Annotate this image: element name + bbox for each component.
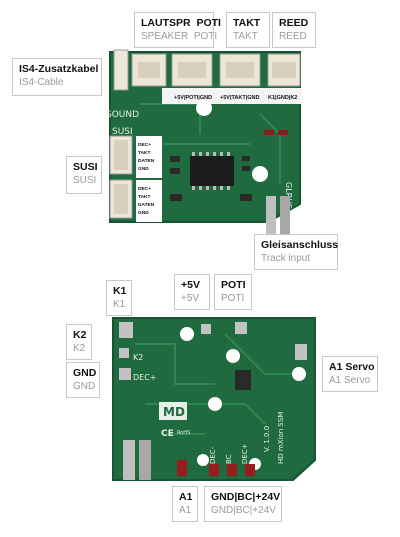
md-logo bbox=[159, 402, 187, 420]
label-poti-bottom-de: POTI bbox=[221, 279, 246, 291]
label-k2: K2 K2 bbox=[66, 324, 92, 360]
poti-pinout: +5V|POTI|GND bbox=[174, 95, 212, 101]
main-chip bbox=[190, 156, 234, 186]
label-lautspr: LAUTSPR POTI SPEAKER POTI bbox=[134, 12, 221, 48]
label-reed: REED REED bbox=[272, 12, 316, 48]
label-k2-de: K2 bbox=[73, 329, 87, 341]
susi-line-4b: GND bbox=[138, 210, 149, 216]
susi-line-1: DEC+ bbox=[138, 142, 151, 148]
pad-gnd-bottom bbox=[209, 464, 219, 476]
pad-a1 bbox=[177, 460, 187, 476]
pad-gnd bbox=[119, 368, 131, 380]
silk-susi: SUSI bbox=[112, 127, 133, 137]
silk-ce: CE bbox=[161, 429, 174, 439]
md-logo-text: MD bbox=[163, 405, 185, 419]
reed-pinout: K1|GND|K2 bbox=[268, 95, 297, 101]
pad-right bbox=[295, 344, 307, 360]
label-a1: A1 A1 bbox=[172, 486, 198, 522]
label-gleis-en: Track input bbox=[261, 253, 311, 265]
label-gnd: GND GND bbox=[66, 362, 100, 398]
wire-a bbox=[123, 440, 135, 480]
silk-bc: BC bbox=[225, 454, 233, 464]
label-power-de: GND|BC|+24V bbox=[211, 491, 281, 503]
label-susi-de: SUSI bbox=[73, 161, 98, 173]
label-gleis: Gleisanschluss Track input bbox=[254, 234, 338, 270]
track-wire-1 bbox=[266, 196, 276, 234]
track-wire-2 bbox=[280, 196, 290, 234]
label-5v-en: +5V bbox=[181, 293, 200, 305]
bottom-pcb-board: K2 DEC+ DEC- BC DEC+ V. 1.0.0 HD mXion S… bbox=[112, 317, 316, 481]
pad-k2 bbox=[119, 348, 129, 358]
label-lautspr-en: SPEAKER bbox=[141, 31, 189, 43]
label-gnd-de: GND bbox=[73, 367, 97, 379]
label-a1servo: A1 Servo A1 Servo bbox=[322, 356, 378, 392]
susi-line-2: TAKT bbox=[138, 150, 151, 156]
label-a1servo-de: A1 Servo bbox=[329, 361, 375, 373]
label-lautspr-de: LAUTSPR bbox=[141, 17, 191, 29]
susi-line-1b: DEC+ bbox=[138, 186, 151, 192]
pad-poti bbox=[235, 322, 247, 334]
label-k1: K1 K1 bbox=[106, 280, 132, 316]
label-is4-en: IS4-Cable bbox=[19, 77, 64, 89]
label-is4-de: IS4-Zusatzkabel bbox=[19, 63, 99, 75]
susi-line-3: DATEN bbox=[138, 158, 155, 164]
label-reed-en: REED bbox=[279, 31, 307, 43]
label-poti-bottom: POTI POTI bbox=[214, 274, 252, 310]
label-poti-bottom-en: POTI bbox=[221, 293, 245, 305]
pad-k1 bbox=[119, 322, 133, 338]
silk-rohs: RoHS bbox=[177, 430, 190, 436]
label-reed-de: REED bbox=[279, 17, 309, 29]
label-k2-en: K2 bbox=[73, 343, 86, 355]
label-a1-de: A1 bbox=[179, 491, 193, 503]
silk-dec-plus: DEC+ bbox=[241, 443, 249, 464]
takt-pinout: +5V|TAKT|GND bbox=[220, 95, 260, 101]
label-5v: +5V +5V bbox=[174, 274, 210, 310]
label-takt-en: TAKT bbox=[233, 31, 258, 43]
label-a1servo-en: A1 Servo bbox=[329, 375, 371, 387]
label-k1-de: K1 bbox=[113, 285, 127, 297]
pad-5v bbox=[201, 324, 211, 334]
label-k1-en: K1 bbox=[113, 299, 126, 311]
label-susi-en: SUSI bbox=[73, 175, 97, 187]
label-susi: SUSI SUSI bbox=[66, 156, 102, 194]
small-ic bbox=[235, 370, 251, 390]
pad-bc bbox=[227, 464, 237, 476]
silk-k2: K2 bbox=[133, 353, 143, 362]
speaker-connector bbox=[113, 49, 129, 91]
silk-version: V. 1.0.0 bbox=[263, 426, 271, 452]
label-is4: IS4-Zusatzkabel IS4-Cable bbox=[12, 58, 102, 96]
label-power-en: GND|BC|+24V bbox=[211, 505, 276, 517]
label-poti-de: POTI bbox=[196, 17, 221, 29]
label-5v-de: +5V bbox=[181, 279, 200, 291]
silk-dec-minus: DEC- bbox=[209, 446, 217, 464]
label-power: GND|BC|+24V GND|BC|+24V bbox=[204, 486, 282, 522]
pad-24v bbox=[245, 464, 255, 476]
silk-dec: DEC+ bbox=[133, 373, 157, 382]
label-a1-en: A1 bbox=[179, 505, 192, 517]
susi-line-4: GND bbox=[138, 166, 149, 172]
label-takt-de: TAKT bbox=[233, 17, 261, 29]
silk-model: HD mXion SSM bbox=[277, 412, 285, 464]
label-poti-en: POTI bbox=[193, 31, 218, 43]
susi-line-3b: DATEN bbox=[138, 202, 155, 208]
silk-glrus: GLRUS bbox=[284, 182, 293, 209]
label-takt: TAKT TAKT bbox=[226, 12, 270, 48]
top-pcb-board: +5V|POTI|GND +5V|TAKT|GND K1|GND|K2 SOUN… bbox=[106, 49, 302, 234]
susi-line-2b: TAKT bbox=[138, 194, 151, 200]
silk-sound: SOUND bbox=[106, 110, 139, 120]
label-gleis-de: Gleisanschluss bbox=[261, 239, 339, 251]
wire-b bbox=[139, 440, 151, 480]
label-gnd-en: GND bbox=[73, 381, 96, 393]
